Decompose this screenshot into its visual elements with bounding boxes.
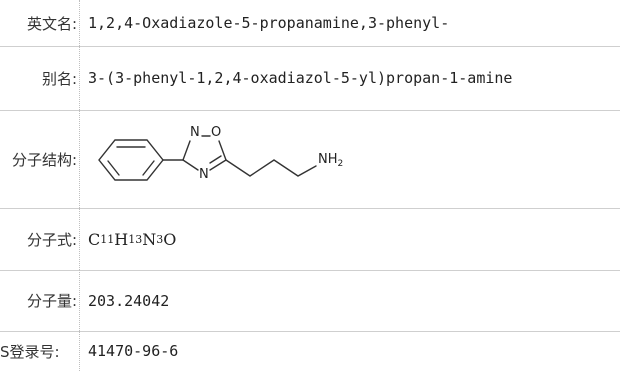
- english-name-label: 英文名:: [0, 0, 80, 46]
- molecular-weight-label: 分子量:: [0, 270, 80, 331]
- formula-h: H: [114, 229, 129, 249]
- propyl-chain: [225, 159, 317, 177]
- alias-label: 别名:: [0, 46, 80, 110]
- atom-n-top: N: [190, 125, 200, 140]
- atom-amine-nh: NH: [318, 152, 338, 167]
- atom-amine: NH2: [318, 152, 343, 169]
- cas-number-label: S登录号:: [0, 331, 80, 371]
- ring-bond-c5-n4: [209, 159, 227, 171]
- row-structure: 分子结构:: [0, 110, 620, 209]
- atom-o: O: [211, 125, 221, 140]
- ring-bond-o1-c5: [218, 140, 227, 161]
- english-name-value: 1,2,4-Oxadiazole-5-propanamine,3-phenyl-: [88, 14, 450, 32]
- formula-n: N: [142, 229, 157, 249]
- cas-number-value: 41470-96-6: [88, 342, 179, 360]
- benzene-inner-bond-2: [142, 160, 155, 176]
- molecular-structure-diagram: N O N NH2: [98, 125, 343, 182]
- benzene-ring: [98, 139, 164, 181]
- formula-c: C: [88, 229, 101, 249]
- benzene-inner-bond-3: [107, 160, 120, 176]
- row-alias: 别名: 3-(3-phenyl-1,2,4-oxadiazol-5-yl)pro…: [0, 46, 620, 111]
- structure-label: 分子结构:: [0, 110, 80, 208]
- molecular-weight-value: 203.24042: [88, 291, 170, 310]
- structure-value: N O N NH2: [88, 110, 620, 208]
- ring-bond-n4-c3: [182, 159, 199, 171]
- row-molecular-weight: 分子量: 203.24042: [0, 270, 620, 332]
- alias-value: 3-(3-phenyl-1,2,4-oxadiazol-5-yl)propan-…: [88, 69, 513, 87]
- formula-n-count: 3: [156, 232, 164, 246]
- atom-amine-subscript: 2: [338, 159, 344, 169]
- formula-c-count: 11: [100, 232, 115, 246]
- row-cas-number: S登录号: 41470-96-6: [0, 331, 620, 371]
- formula-o: O: [163, 229, 177, 249]
- row-english-name: 英文名: 1,2,4-Oxadiazole-5-propanamine,3-ph…: [0, 0, 620, 47]
- formula-label: 分子式:: [0, 208, 80, 270]
- ring-bond-c3-n2: [182, 140, 191, 161]
- formula-h-count: 13: [128, 232, 143, 246]
- ring-double-bond-c5-n4: [209, 155, 222, 164]
- atom-n-bottom: N: [199, 167, 209, 182]
